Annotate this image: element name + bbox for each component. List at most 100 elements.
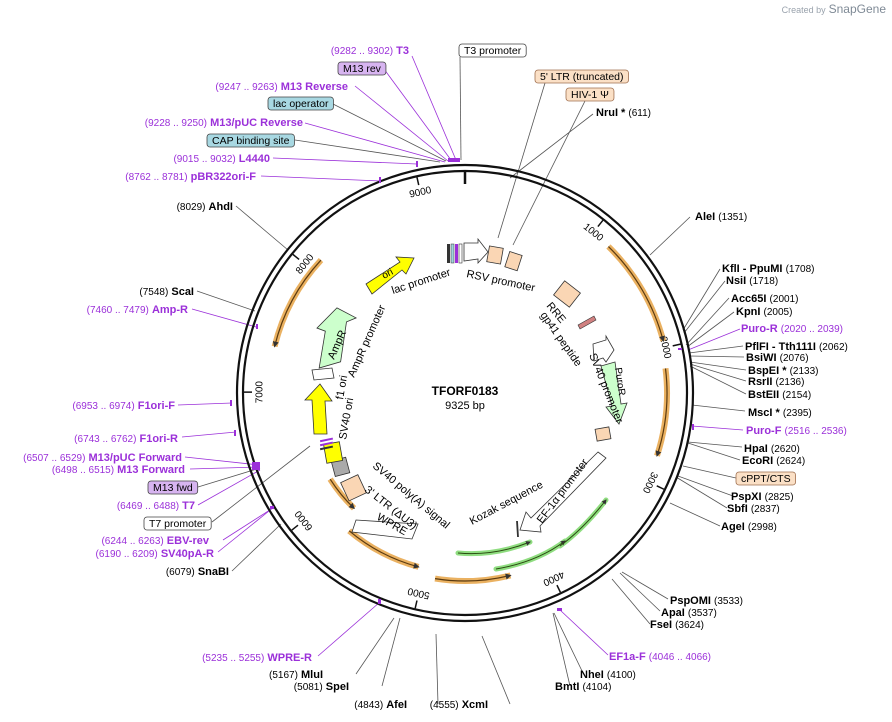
site-spei-position: (5081) [294, 682, 323, 693]
green-orf-strands [457, 499, 607, 570]
site-hpai-name: HpaI [744, 443, 768, 455]
boxed-label-bg [534, 69, 629, 84]
site-scai-position: (7548) [139, 287, 168, 298]
primer-mark-ef1a-f [557, 608, 562, 611]
boxed-label-text: M13 fwd [153, 482, 193, 494]
site-acc65i-name: Acc65I [731, 293, 766, 305]
feature-stripes [319, 437, 334, 451]
boxed-label-m13-fwd: M13 fwd [147, 480, 199, 495]
site-bsiwi-label: BsiWI (2076) [746, 352, 809, 364]
site-ecori-label: EcoRI (2624) [742, 455, 805, 467]
site-alei-position: (1351) [718, 212, 747, 223]
site-puro-f-label: Puro-F (2516 .. 2536) [746, 425, 847, 437]
feature-5ltr [486, 245, 504, 265]
feature-ori-arrow [365, 256, 415, 295]
site-ecori-position: (2624) [776, 456, 805, 467]
orf-arc-4-strand [348, 530, 420, 569]
site-bspei--name: BspEI * [748, 365, 787, 377]
feature-sv40-ori [323, 441, 344, 464]
site-pflfi-tth111i-label: PflFI - Tth111I (2062) [745, 341, 848, 353]
primer-mark-amp-r [256, 324, 258, 329]
leader-lines [177, 55, 747, 705]
site-xcmi-name: XcmI [462, 699, 488, 711]
site-t7-label: (6469 .. 6488) T7 [117, 500, 195, 512]
site-bmti-name: BmtI [555, 681, 579, 693]
orf-arc-6-strand [272, 259, 322, 348]
primer-marks [230, 158, 694, 611]
feature-kozak [516, 520, 519, 538]
feature-lac-operator-region [447, 243, 463, 264]
site-agei-label: AgeI (2998) [721, 521, 777, 533]
site-rsrii-label: RsrII (2136) [748, 376, 804, 388]
site-xcmi-label: (4555) XcmI [430, 699, 488, 711]
site-snabi-name: SnaBI [198, 566, 229, 578]
site-puro-r-name: Puro-R [741, 323, 778, 335]
site-mlui-name: MluI [301, 669, 323, 681]
feature-ampr-arrow [316, 307, 358, 369]
primer-mark-m13-cluster [448, 158, 460, 162]
site-ef1a-f-position: (4046 .. 4066) [649, 652, 711, 663]
site-t3-name: T3 [396, 45, 409, 57]
feature-cppt-cts [594, 426, 612, 442]
site-pspxi-name: PspXI [731, 491, 762, 503]
site-pspxi-label: PspXI (2825) [731, 491, 794, 503]
site-acc65i-label: Acc65I (2001) [731, 293, 798, 305]
primer-mark-puro-f [692, 424, 694, 430]
tick-mark-4000 [556, 584, 562, 593]
site-bsteii-name: BstEII [748, 389, 779, 401]
site-m13-puc-forward-label: (6507 .. 6529) M13/pUC Forward [23, 452, 182, 464]
boxed-label-m13-rev: M13 rev [337, 61, 387, 76]
orf-arcs [271, 244, 670, 584]
site-f1ori-r-position: (6743 .. 6762) [74, 434, 136, 445]
site-ebv-rev-position: (6244 .. 6263) [101, 536, 163, 547]
boxed-label-bg [565, 87, 615, 102]
site-bsteii-position: (2154) [782, 390, 811, 401]
site-bmti-label: BmtI (4104) [555, 681, 611, 693]
site-bsiwi-name: BsiWI [746, 352, 777, 364]
boxed-label-bg [267, 96, 334, 111]
orf-arc-5-strand [329, 478, 355, 510]
site-t7-name: T7 [182, 500, 195, 512]
site-apai-position: (3537) [688, 608, 717, 619]
tick-mark-9000 [416, 177, 420, 186]
boxed-label-bg [337, 61, 387, 76]
feature-cap-site [447, 244, 450, 263]
primer-mark-pbr322ori-f [379, 177, 381, 183]
site-nhei-label: NheI (4100) [580, 669, 636, 681]
boxed-label-text: T7 promoter [149, 518, 207, 530]
site-bsteii-label: BstEII (2154) [748, 389, 811, 401]
boxed-label-t3-promoter: T3 promoter [458, 43, 527, 58]
site-ef1a-f-label: EF1a-F (4046 .. 4066) [609, 651, 711, 663]
tick-label-6000: 6000 [293, 508, 316, 533]
primer-mark-m13-forward-cluster [252, 462, 260, 470]
site-l4440-position: (9015 .. 9032) [173, 154, 235, 165]
site-ef1a-f-name: EF1a-F [609, 651, 646, 663]
site-afei-label: (4843) AfeI [354, 699, 407, 711]
site-pbr322ori-f-position: (8762 .. 8781) [125, 172, 187, 183]
primer-mark-puro-r [678, 348, 682, 350]
site-kpni-position: (2005) [764, 307, 793, 318]
site-m13-forward-label: (6498 .. 6515) M13 Forward [52, 464, 185, 476]
site-kpni-label: KpnI (2005) [736, 306, 792, 318]
site-afei-position: (4843) [354, 700, 383, 711]
site-bspei--position: (2133) [790, 366, 819, 377]
tick-label-4000: 4000 [541, 568, 566, 588]
orf-arc-1-strand [608, 246, 665, 343]
boxed-label-bg [206, 133, 295, 148]
orf-arc-1-fill [606, 244, 667, 342]
orf-arc-3-strand [434, 573, 512, 582]
site-spei-name: SpeI [326, 681, 349, 693]
site-nsii-label: NsiI (1718) [726, 275, 778, 287]
site-agei-position: (2998) [748, 522, 777, 533]
site-f1ori-f-label: (6953 .. 6974) F1ori-F [72, 400, 175, 412]
site-pbr322ori-f-name: pBR322ori-F [191, 171, 257, 183]
site-f1ori-r-name: F1ori-R [140, 433, 179, 445]
boxed-label-text: lac operator [273, 98, 329, 110]
site-scai-name: ScaI [171, 286, 194, 298]
site-wpre-r-position: (5235 .. 5255) [202, 653, 264, 664]
tick-mark-2000 [672, 343, 681, 347]
feature-rre [553, 280, 581, 308]
site-nsii-position: (1718) [749, 276, 778, 287]
